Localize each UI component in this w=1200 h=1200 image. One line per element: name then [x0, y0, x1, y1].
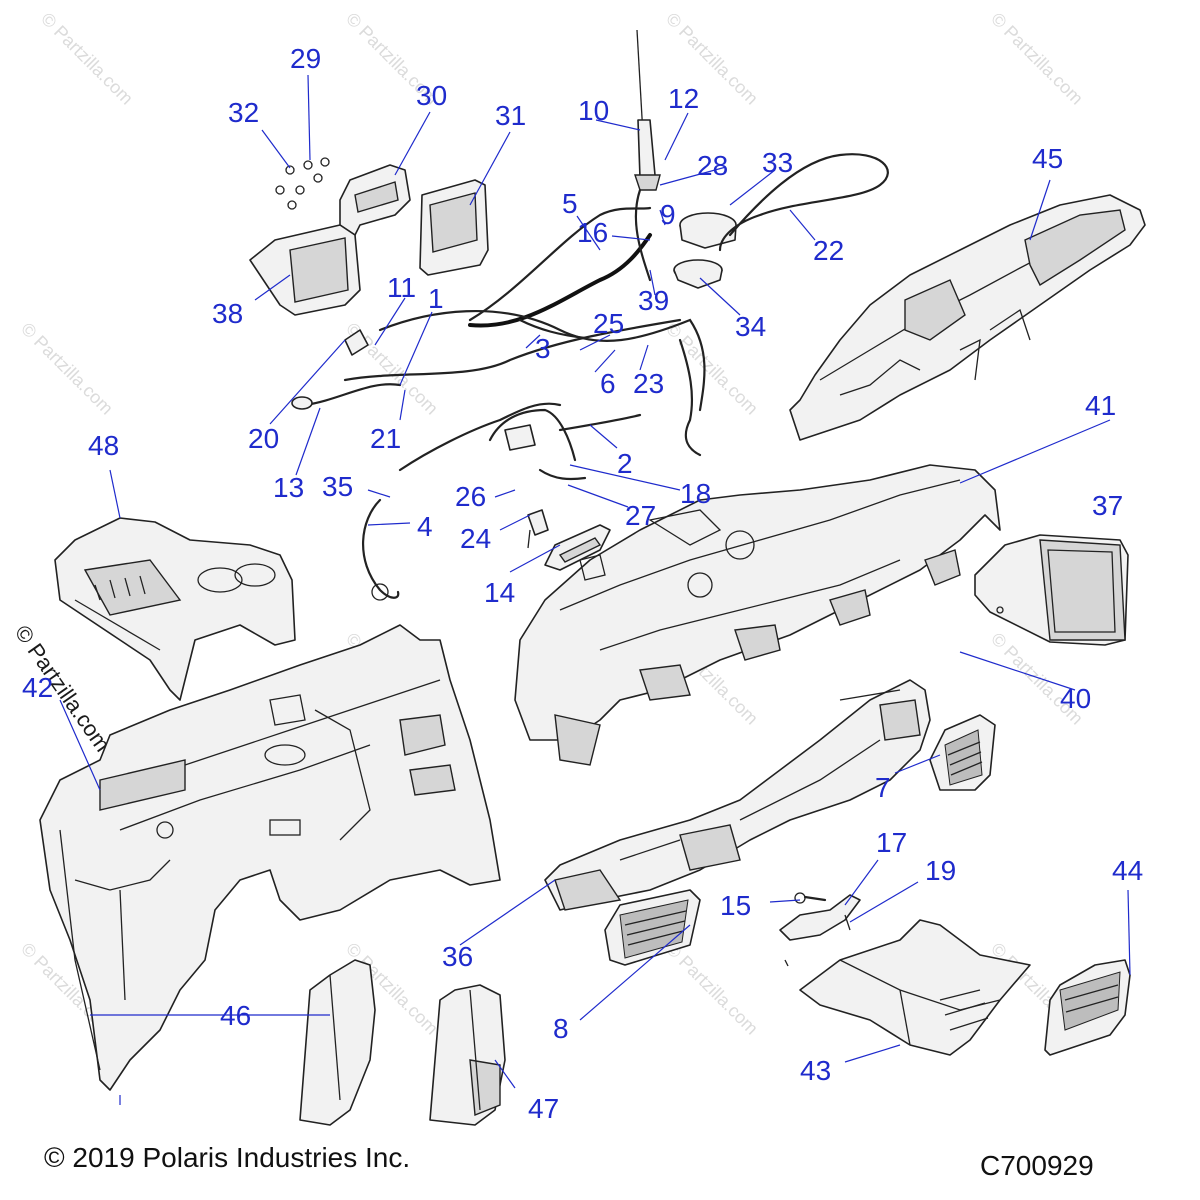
callout-14: 14	[484, 577, 515, 608]
callout-11: 11	[387, 272, 416, 303]
callout-37: 37	[1092, 490, 1123, 521]
part-42-firewall-panel	[39, 624, 501, 1091]
part-34-speaker-pod	[673, 259, 723, 289]
part-32-29-fasteners	[275, 157, 330, 210]
callout-47: 47	[528, 1093, 559, 1124]
callout-33: 33	[762, 147, 793, 178]
callout-48: 48	[88, 430, 119, 461]
callout-26: 26	[455, 481, 486, 512]
callout-41: 41	[1085, 390, 1116, 421]
callout-19: 19	[925, 855, 956, 886]
callout-8: 8	[553, 1013, 569, 1044]
callout-42: 42	[22, 672, 53, 703]
watermark-text: © Partzilla.com	[987, 9, 1087, 109]
callout-18: 18	[680, 478, 711, 509]
callout-17: 17	[876, 827, 907, 858]
part-44-glovebox-door	[1044, 959, 1131, 1056]
callout-15: 15	[720, 890, 751, 921]
leader-lines	[59, 74, 1131, 1105]
callout-23: 23	[633, 368, 664, 399]
callout-12: 12	[668, 83, 699, 114]
copyright-notice: © 2019 Polaris Industries Inc.	[44, 1142, 411, 1173]
part-33-gps-module	[679, 212, 737, 249]
part-46-kick-panel-left	[299, 959, 376, 1126]
callout-22: 22	[813, 235, 844, 266]
callout-7: 7	[875, 772, 891, 803]
callout-13: 13	[273, 472, 304, 503]
callout-29: 29	[290, 43, 321, 74]
wiring-harness	[291, 153, 889, 601]
callout-4: 4	[417, 511, 433, 542]
callout-10: 10	[578, 95, 609, 126]
callout-16: 16	[577, 217, 608, 248]
callout-24: 24	[460, 523, 491, 554]
callout-28: 28	[697, 150, 728, 181]
part-38-display-housing	[249, 224, 361, 316]
part-45-upper-dash-panel	[789, 194, 1146, 441]
callout-21: 21	[370, 423, 401, 454]
watermark-text: © Partzilla.com	[37, 9, 137, 109]
callout-34: 34	[735, 311, 766, 342]
callout-44: 44	[1112, 855, 1143, 886]
watermark-text: © Partzilla.com	[17, 319, 117, 419]
callout-46: 46	[220, 1000, 251, 1031]
part-10-antenna	[634, 29, 661, 191]
callout-32: 32	[228, 97, 259, 128]
callout-3: 3	[535, 333, 551, 364]
callout-40: 40	[1060, 683, 1091, 714]
part-41-dash-frame	[514, 464, 1001, 766]
callout-27: 27	[625, 500, 656, 531]
part-48-center-console	[54, 517, 296, 701]
callout-1: 1	[428, 283, 444, 314]
callout-25: 25	[593, 308, 624, 339]
callout-36: 36	[442, 941, 473, 972]
part-36-lower-dash-bracket	[544, 679, 931, 911]
callout-45: 45	[1032, 143, 1063, 174]
callout-35: 35	[322, 471, 353, 502]
callout-31: 31	[495, 100, 526, 131]
callout-30: 30	[416, 80, 447, 111]
part-31-display-unit	[419, 179, 489, 276]
part-7-vent	[929, 714, 996, 791]
part-17-bracket	[779, 892, 861, 967]
callout-20: 20	[248, 423, 279, 454]
part-24-switch	[527, 509, 549, 549]
part-37-glovebox	[974, 534, 1129, 646]
callout-2: 2	[617, 448, 633, 479]
part-14-trim-piece	[544, 524, 611, 571]
figure-code: C700929	[980, 1150, 1094, 1181]
watermark-text: © Partzilla.com	[662, 939, 762, 1039]
part-47-kick-panel-right	[429, 984, 506, 1126]
callout-labels: 1 2 3 4 5 6 7 8 9 10 11 12 13 14 15 16 1…	[22, 43, 1143, 1124]
callout-9: 9	[660, 199, 676, 230]
part-43-storage-tray	[799, 919, 1031, 1056]
callout-6: 6	[600, 368, 616, 399]
callout-39: 39	[638, 285, 669, 316]
callout-38: 38	[212, 298, 243, 329]
part-30-mount-bracket	[339, 164, 411, 236]
callout-5: 5	[562, 188, 578, 219]
callout-43: 43	[800, 1055, 831, 1086]
part-8-vent	[604, 889, 701, 966]
